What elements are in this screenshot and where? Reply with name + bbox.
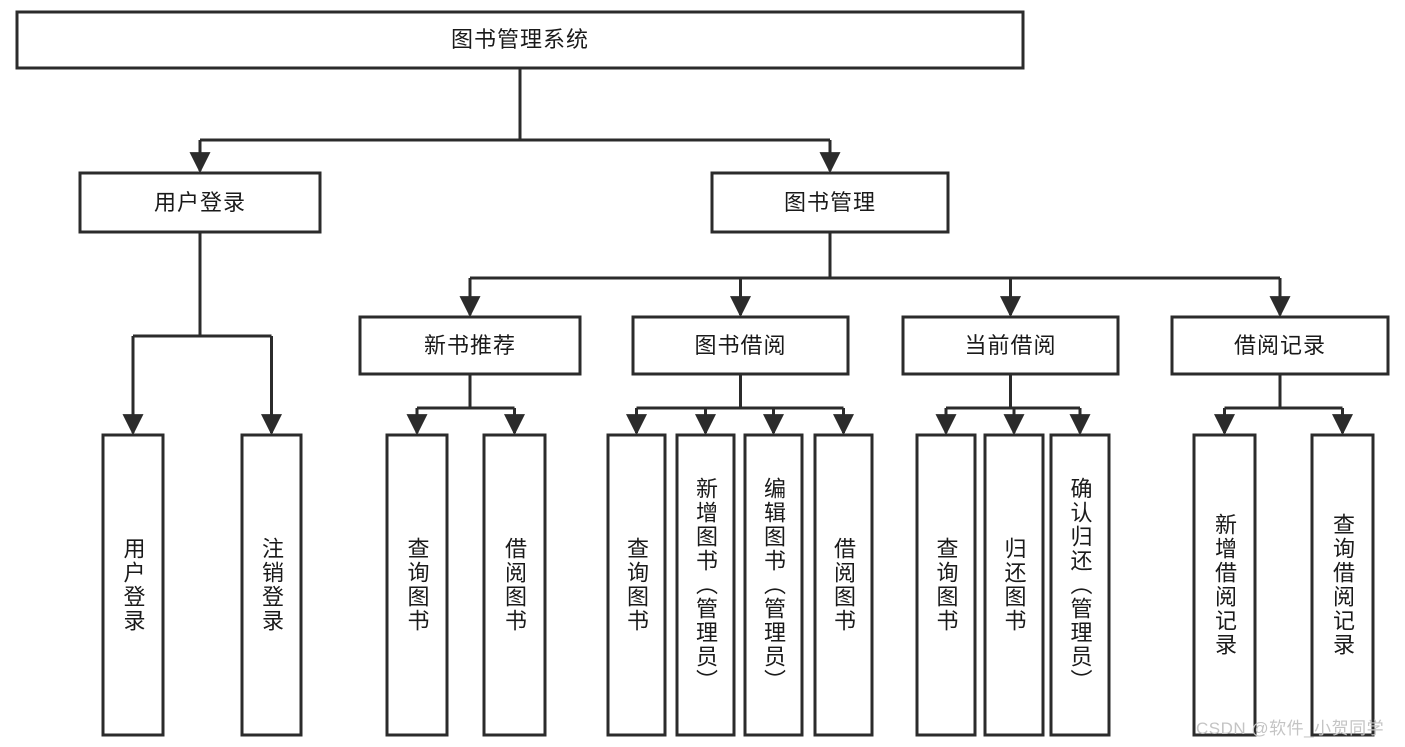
node-boxes — [15, 10, 1390, 737]
csdn-watermark: CSDN @软件_小贺同学 — [1196, 719, 1385, 738]
connector-lines — [122, 68, 1353, 436]
